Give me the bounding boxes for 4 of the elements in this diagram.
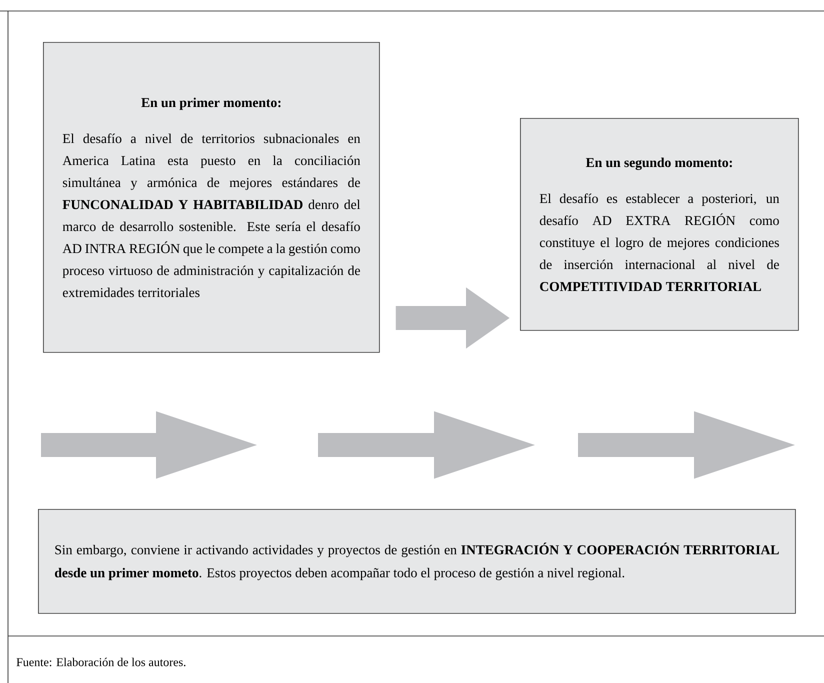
text-box: En un primer momento: El desafío a nivel de territorios subnacionales en America Latina esta puesto en la conciliación simultánea y armónica de mejores estándares de FUNCONALIDAD Y HABITABILIDAD denro del marco de desarrollo sostenible. Este sería el desafío AD INTRA REGIÓN que le compete a la gestión como proceso virtuoso de administración y capitalización de extremidades territoriales xyxy=(43,42,380,353)
text-box: En un segundo momento: El desafío es establecer a posteriori, un desafío AD EXTRA REGIÓN como constituye el logro de mejores condiciones de inserción internacional al nivel de COMPETITIVIDAD TERRITORIAL xyxy=(520,118,799,331)
source-note: Fuente: Elaboración de los autores. xyxy=(16,658,186,666)
text-box: Sin embargo, conviene ir activando actividades y proyectos de gestión en INTEGRACIÓN Y COOPERACIÓN TERRITORIAL desde un primer mometo. Estos proyectos deben acompañar todo el proceso de gestión a nivel regional. xyxy=(38,509,796,614)
